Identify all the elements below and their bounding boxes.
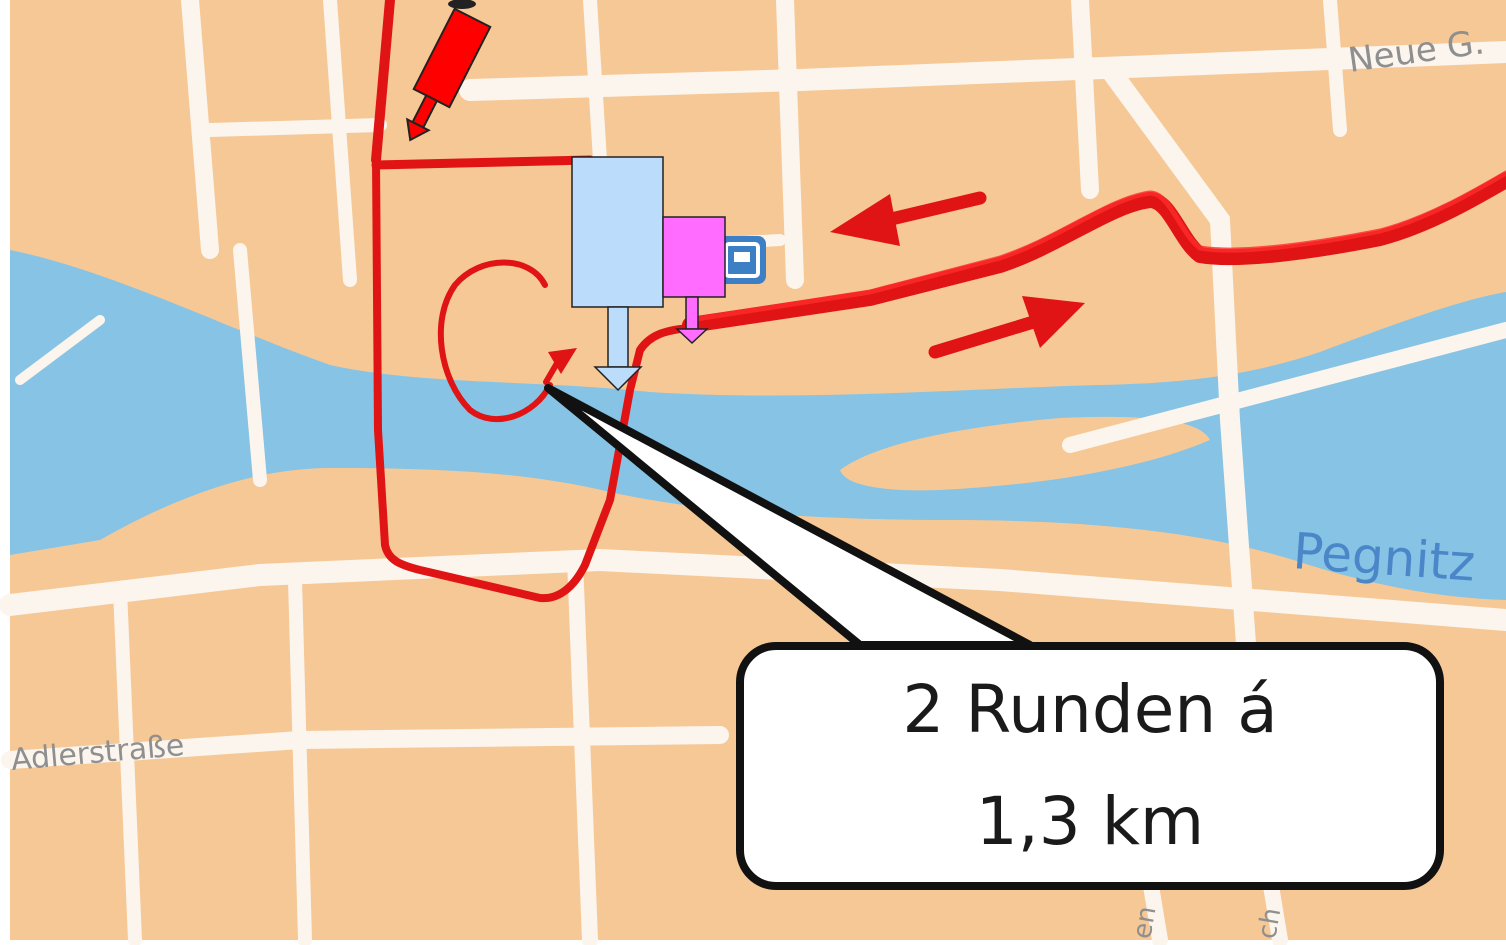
street-upper-cross (203, 118, 387, 137)
parking-garage-icon-inner (724, 242, 760, 278)
street-lower-horizontal (0, 548, 1506, 631)
race-route (371, 0, 1506, 603)
direction-arrow-west (830, 191, 987, 246)
street-island-road (1062, 322, 1506, 453)
river-label-pegnitz: Pegnitz (1291, 522, 1477, 593)
magenta-marker-tip (675, 328, 709, 345)
street-lower-vertical-2 (288, 573, 312, 945)
magenta-marker-body (662, 216, 726, 298)
direction-arrow-east-head (1022, 296, 1085, 348)
parking-garage-icon-mark (734, 252, 750, 262)
street-top-vertical-4 (776, 0, 804, 289)
magenta-marker[interactable] (662, 216, 726, 345)
callout-pointer-cover (862, 652, 1026, 662)
start-marker-top-shadow (448, 0, 476, 9)
frame-left (0, 0, 10, 945)
route-loop-block (372, 156, 694, 603)
street-label-bottom-2: ch (1252, 906, 1287, 942)
street-left-vertical (233, 243, 267, 487)
street-top-vertical-1 (181, 0, 219, 259)
frame-bottom (0, 940, 1506, 945)
route-entry-north (371, 0, 395, 165)
river-branch-left (10, 300, 150, 420)
route-north-cross (371, 155, 595, 170)
route-small-loop-arrowhead (548, 348, 577, 374)
callout-box (736, 642, 1444, 890)
street-lower-vertical-3 (567, 552, 598, 945)
direction-arrow-east-shaft (928, 313, 1047, 359)
blue-marker[interactable] (571, 156, 664, 392)
magenta-marker-stem (685, 296, 699, 330)
route-main-east-inner (687, 170, 1506, 323)
callout-text: 2 Runden á 1,3 km (740, 646, 1440, 886)
callout-bubble (544, 384, 1444, 890)
callout-line-2: 1,3 km (975, 783, 1205, 860)
street-left-small (15, 315, 105, 385)
street-top-vertical-2 (323, 0, 357, 287)
direction-arrow-west-head (830, 194, 900, 246)
callout-line-1: 2 Runden á (902, 671, 1278, 748)
blue-marker-body (571, 156, 664, 308)
start-marker-tip (405, 117, 431, 142)
street-top-vertical-5 (1071, 0, 1099, 199)
street-top-horizontal (459, 41, 1506, 101)
blue-marker-tip (593, 366, 643, 392)
street-label-bottom-1: en (1127, 904, 1162, 941)
direction-arrow-east (928, 296, 1085, 359)
route-small-loop (437, 259, 553, 422)
parking-garage-icon[interactable] (718, 236, 766, 284)
route-main-east (682, 172, 1506, 333)
river-main (10, 250, 1506, 600)
blue-marker-stem (607, 306, 629, 368)
street-diagonal-right (1100, 60, 1260, 710)
street-lower-vertical-1 (113, 583, 142, 945)
start-marker[interactable] (392, 7, 492, 149)
